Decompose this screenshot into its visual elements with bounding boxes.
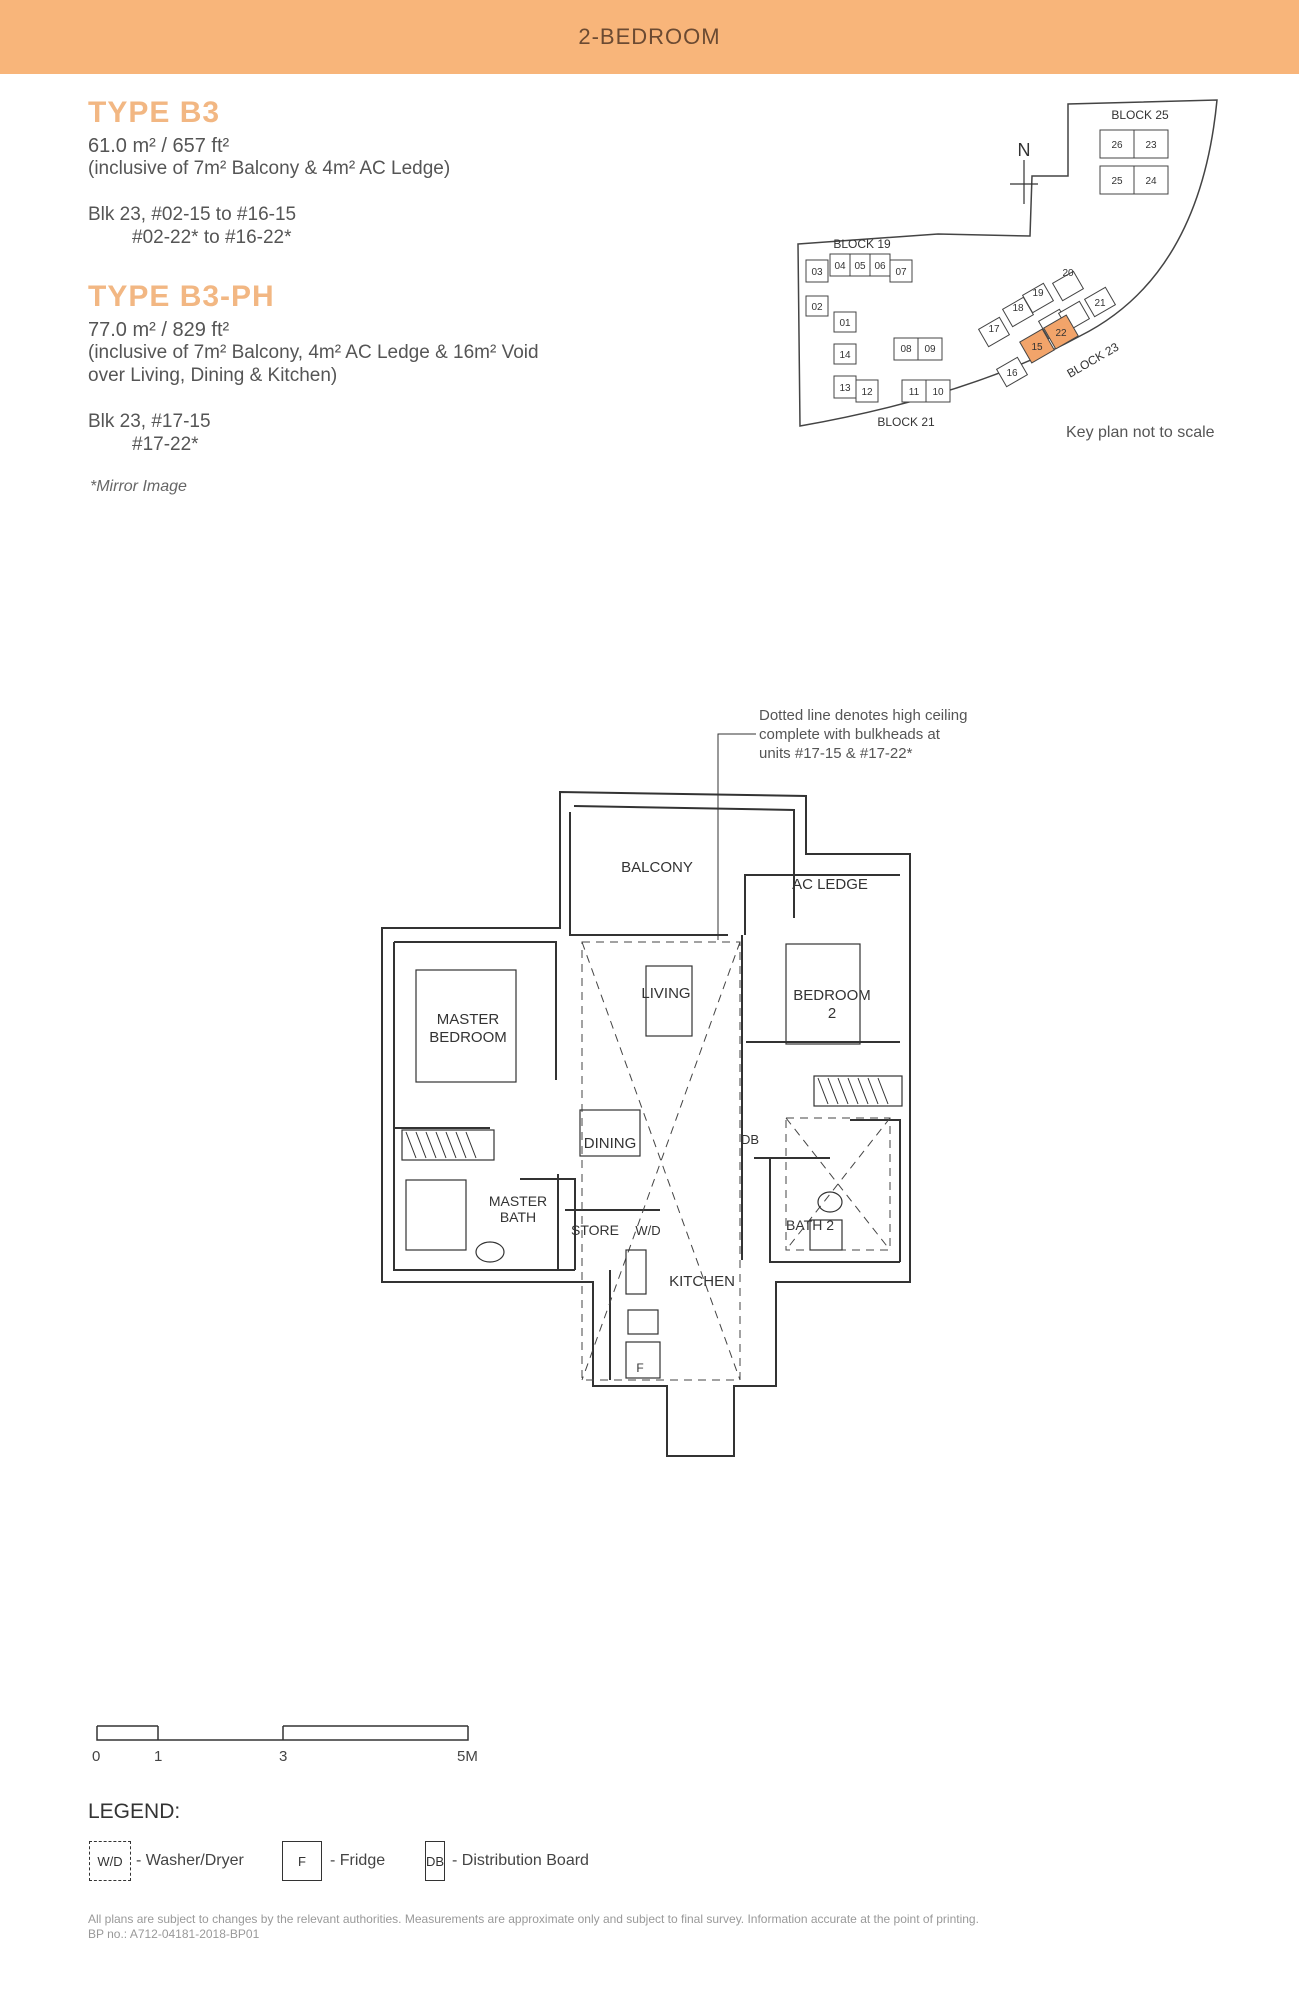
room-wd: W/D	[635, 1223, 660, 1238]
room-living: LIVING	[641, 985, 690, 1002]
type-b3ph-inclusive-2: over Living, Dining & Kitchen)	[88, 365, 338, 386]
scale-label-3: 3	[279, 1748, 288, 1765]
unit-20: 20	[1062, 268, 1074, 279]
scale-label-1: 1	[154, 1748, 163, 1765]
room-master-bath-line2: BATH	[500, 1209, 536, 1225]
room-ac-ledge: AC LEDGE	[792, 876, 868, 893]
room-master-line1: MASTER	[437, 1011, 500, 1028]
unit-13: 13	[839, 383, 851, 394]
unit-25: 25	[1111, 176, 1123, 187]
room-dining: DINING	[584, 1135, 637, 1152]
unit-18: 18	[1012, 303, 1024, 314]
footer-bp-no: BP no.: A712-04181-2018-BP01	[88, 1927, 260, 1941]
legend-symbol-distribution-board: DB	[425, 1841, 445, 1881]
legend-label-washer-dryer: - Washer/Dryer	[136, 1852, 244, 1869]
type-b3ph-inclusive-1: (inclusive of 7m² Balcony, 4m² AC Ledge …	[88, 342, 539, 363]
room-fridge: F	[636, 1361, 643, 1375]
key-plan: N BLOCK 25 26 23 25 24 BLOCK 19 03 04 05…	[797, 99, 1218, 429]
legend-symbol-fridge: F	[282, 1841, 322, 1881]
unit-05: 05	[854, 261, 866, 272]
highlighted-units	[1019, 314, 1079, 364]
ceiling-note: Dotted line denotes high ceiling complet…	[759, 706, 967, 763]
ceiling-note-line-3: units #17-15 & #17-22*	[759, 745, 913, 762]
unit-16: 16	[1006, 368, 1018, 379]
room-master-bath-line1: MASTER	[489, 1193, 547, 1209]
scale-label-0: 0	[92, 1748, 101, 1765]
type-b3-units-1: Blk 23, #02-15 to #16-15	[88, 204, 297, 225]
unit-19: 19	[1032, 288, 1044, 299]
unit-01: 01	[839, 318, 851, 329]
type-b3ph-area: 77.0 m² / 829 ft²	[88, 319, 230, 341]
header-title: 2-BEDROOM	[578, 24, 721, 49]
unit-17: 17	[988, 324, 1000, 335]
type-b3-inclusive: (inclusive of 7m² Balcony & 4m² AC Ledge…	[88, 158, 451, 179]
unit-23: 23	[1145, 140, 1157, 151]
ceiling-note-line-2: complete with bulkheads at	[759, 726, 940, 743]
type-b3ph-title: TYPE B3-PH	[88, 280, 275, 313]
room-kitchen: KITCHEN	[669, 1273, 735, 1290]
unit-07: 07	[895, 267, 907, 278]
room-master-line2: BEDROOM	[429, 1029, 507, 1046]
type-b3ph-units-1: Blk 23, #17-15	[88, 411, 211, 432]
unit-09: 09	[924, 344, 936, 355]
room-balcony: BALCONY	[621, 859, 693, 876]
block-19-label: BLOCK 19	[833, 237, 891, 251]
unit-10: 10	[932, 387, 944, 398]
ceiling-note-line-1: Dotted line denotes high ceiling	[759, 707, 968, 724]
unit-02: 02	[811, 302, 823, 313]
unit-24: 24	[1145, 176, 1157, 187]
unit-06: 06	[874, 261, 886, 272]
unit-04: 04	[834, 261, 846, 272]
scale-label-5m: 5M	[457, 1748, 478, 1765]
page-header: 2-BEDROOM	[0, 0, 1299, 74]
unit-12: 12	[861, 387, 873, 398]
footer-disclaimer: All plans are subject to changes by the …	[88, 1912, 979, 1926]
unit-11: 11	[909, 387, 920, 398]
floor-plan: BALCONY AC LEDGE LIVING BEDROOM 2 MASTER…	[381, 733, 911, 1457]
type-b3-area: 61.0 m² / 657 ft²	[88, 135, 230, 157]
block-21-label: BLOCK 21	[877, 415, 935, 429]
unit-14: 14	[839, 350, 851, 361]
room-bedroom2-line2: 2	[828, 1005, 836, 1022]
footer: All plans are subject to changes by the …	[88, 1912, 979, 1942]
room-bedroom2-line1: BEDROOM	[793, 987, 871, 1004]
block-23-label: BLOCK 23	[1065, 340, 1122, 381]
scale-bar	[96, 1725, 469, 1741]
mirror-note: *Mirror Image	[90, 478, 187, 495]
unit-15: 15	[1031, 342, 1043, 353]
unit-21: 21	[1094, 298, 1106, 309]
type-b3-units-2: #02-22* to #16-22*	[132, 227, 292, 248]
room-store: STORE	[571, 1222, 619, 1238]
unit-26: 26	[1111, 140, 1123, 151]
legend-title: LEGEND:	[88, 1800, 181, 1823]
block-25-label: BLOCK 25	[1111, 108, 1169, 122]
room-bath2: BATH 2	[786, 1217, 834, 1233]
unit-03: 03	[811, 267, 823, 278]
legend-label-fridge: - Fridge	[330, 1852, 386, 1869]
key-plan-note: Key plan not to scale	[1066, 424, 1215, 441]
type-b3ph-units-2: #17-22*	[132, 434, 199, 455]
north-label: N	[1018, 140, 1031, 160]
unit-22: 22	[1055, 328, 1067, 339]
type-b3-title: TYPE B3	[88, 96, 221, 129]
room-db: DB	[741, 1132, 759, 1147]
legend-symbol-washer-dryer: W/D	[89, 1841, 131, 1881]
legend-label-distribution-board: - Distribution Board	[452, 1852, 589, 1869]
unit-08: 08	[900, 344, 912, 355]
